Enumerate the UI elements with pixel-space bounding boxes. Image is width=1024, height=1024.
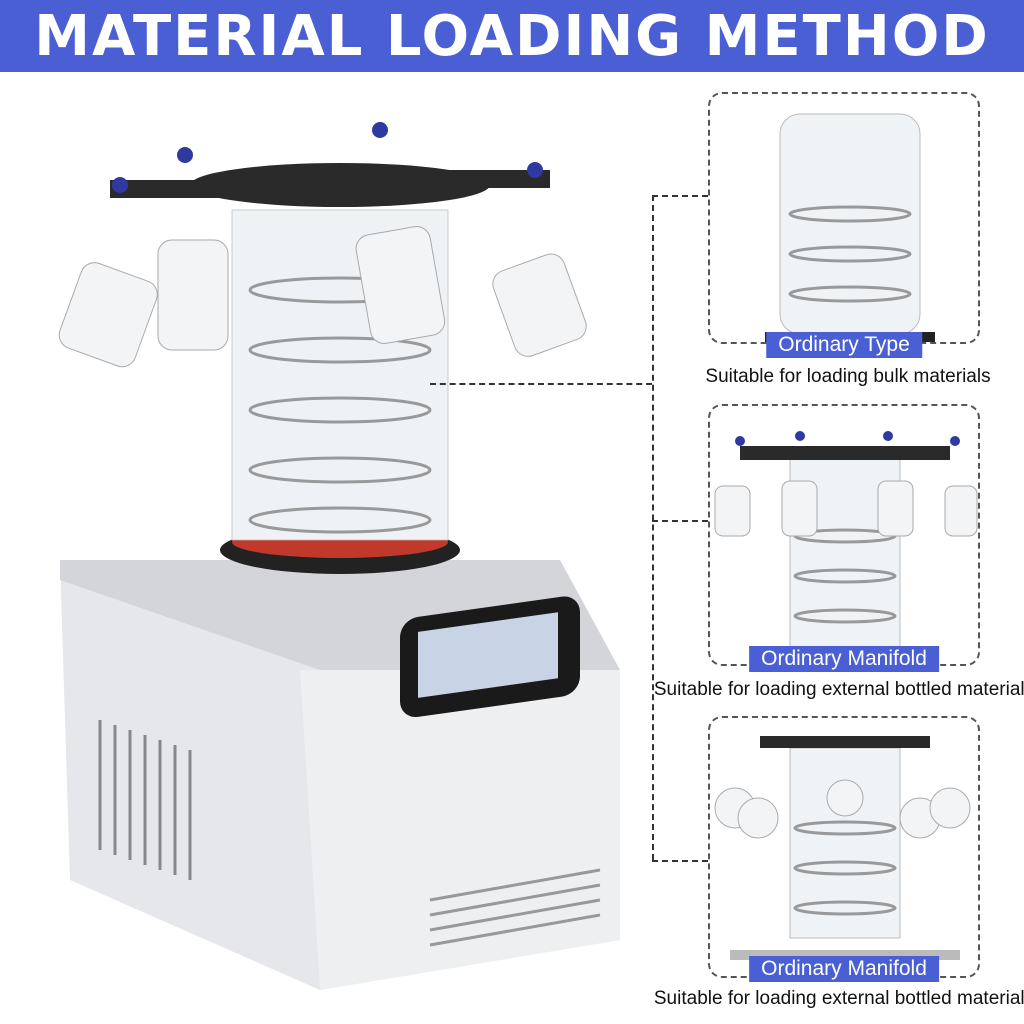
- connector-line: [430, 383, 652, 385]
- option-caption: Suitable for loading bulk materials: [705, 366, 991, 387]
- option-label: Ordinary Type: [766, 332, 922, 358]
- connector-line: [652, 195, 708, 197]
- option-label: Ordinary Manifold: [749, 956, 939, 982]
- page-title: MATERIAL LOADING METHOD: [34, 3, 990, 69]
- title-banner: MATERIAL LOADING METHOD: [0, 0, 1024, 72]
- connector-line: [652, 195, 654, 860]
- connector-line: [652, 860, 708, 862]
- option-caption: Suitable for loading external bottled ma…: [653, 679, 1024, 700]
- option-ordinary-type: Ordinary Type: [708, 92, 980, 358]
- ordinary-manifold-image: [714, 431, 978, 657]
- option-caption: Suitable for loading external bottled ma…: [653, 988, 1024, 1009]
- freeze-dryer-image: [58, 122, 620, 990]
- option-ordinary-manifold-flasks: Ordinary Manifold: [708, 716, 980, 982]
- option-ordinary-manifold: Ordinary Manifold: [708, 404, 980, 672]
- manifold-flasks-image: [714, 736, 971, 960]
- connector-line: [652, 520, 708, 522]
- ordinary-type-image: [765, 113, 935, 342]
- option-label: Ordinary Manifold: [749, 646, 939, 672]
